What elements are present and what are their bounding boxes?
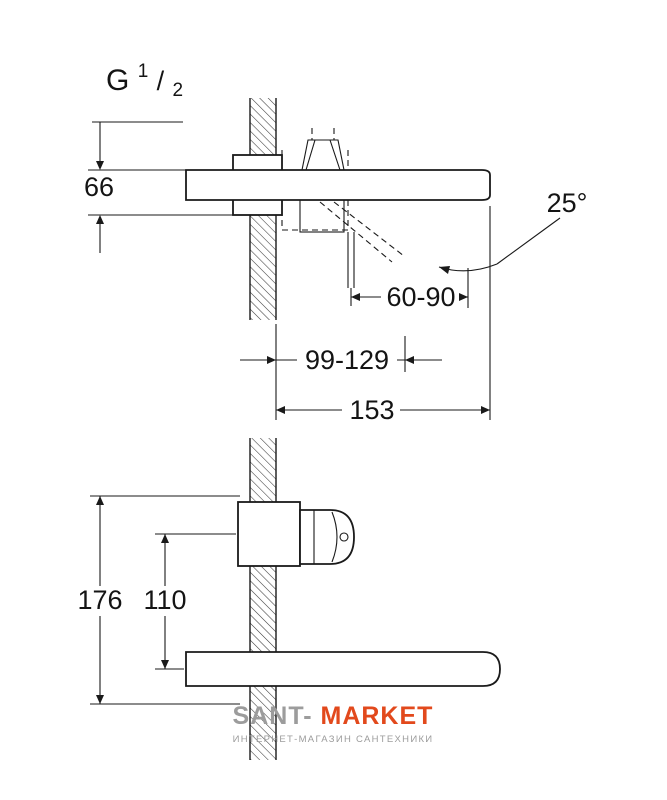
brand-text-gray: SANT- xyxy=(233,702,313,730)
spout-bottom-view xyxy=(185,651,501,687)
arrowhead xyxy=(405,356,414,364)
angled-stream-dashed xyxy=(333,201,405,257)
dimension-60-90: 60-90 xyxy=(350,268,469,312)
wall-hatch xyxy=(250,438,276,502)
arrowhead xyxy=(96,215,104,224)
water-stream xyxy=(319,201,405,288)
brand-text-orange: MARKET xyxy=(321,702,434,730)
dim-60-90-label: 60-90 xyxy=(386,282,455,312)
arrowhead xyxy=(459,293,468,301)
dimension-110: 110 xyxy=(143,533,236,670)
arrowhead xyxy=(267,356,276,364)
dim-176-label: 176 xyxy=(77,585,122,615)
thread-slash: / xyxy=(157,66,165,96)
watermark: SANT- MARKET ИНТЕРНЕТ-МАГАЗИН САНТЕХНИКИ xyxy=(233,702,434,745)
wall-hatch xyxy=(250,215,276,320)
dimension-66: 66 xyxy=(84,121,233,253)
angled-stream-dashed xyxy=(319,201,393,263)
dimension-99-129: 99-129 xyxy=(240,324,442,420)
brand-text: SANT- MARKET xyxy=(233,702,434,730)
wall-hatch xyxy=(250,686,276,760)
dim-110-label: 110 xyxy=(143,585,186,615)
thread-size-label: G 1 / 2 xyxy=(106,51,183,101)
mixer-handle-assembly xyxy=(237,501,355,567)
spout-top-view xyxy=(185,169,491,201)
thread-prefix: G xyxy=(106,64,129,97)
thread-sup: 1 xyxy=(138,61,149,82)
arrowhead xyxy=(96,161,104,170)
mixer-handle xyxy=(299,509,355,565)
wall-hatch xyxy=(250,566,276,652)
hex-nut xyxy=(301,139,345,171)
escutcheon-plate xyxy=(237,501,301,567)
arrowhead xyxy=(481,406,490,414)
arrowhead xyxy=(96,695,104,704)
dim-66-label: 66 xyxy=(84,172,114,202)
arrowhead xyxy=(161,660,169,669)
dim-99-129-label: 99-129 xyxy=(305,345,389,375)
angle-25-label: 25° xyxy=(547,188,588,218)
wall-hatch xyxy=(250,98,276,155)
bottom-view-side-elevation: 176 110 xyxy=(77,438,501,760)
dimension-153: 153 xyxy=(276,206,491,425)
brand-subtitle: ИНТЕРНЕТ-МАГАЗИН САНТЕХНИКИ xyxy=(233,734,434,745)
arrowhead xyxy=(439,266,450,274)
wall-section-top xyxy=(249,98,277,320)
dimension-176: 176 xyxy=(77,495,240,705)
wall-section-bottom xyxy=(249,438,277,760)
thread-sub: 2 xyxy=(172,80,183,101)
top-view-side-elevation: 25° G 1 / 2 66 60-90 xyxy=(84,51,588,425)
handle-screw-hole xyxy=(339,532,349,542)
dim-153-label: 153 xyxy=(349,395,394,425)
angle-annotation: 25° xyxy=(438,188,588,274)
